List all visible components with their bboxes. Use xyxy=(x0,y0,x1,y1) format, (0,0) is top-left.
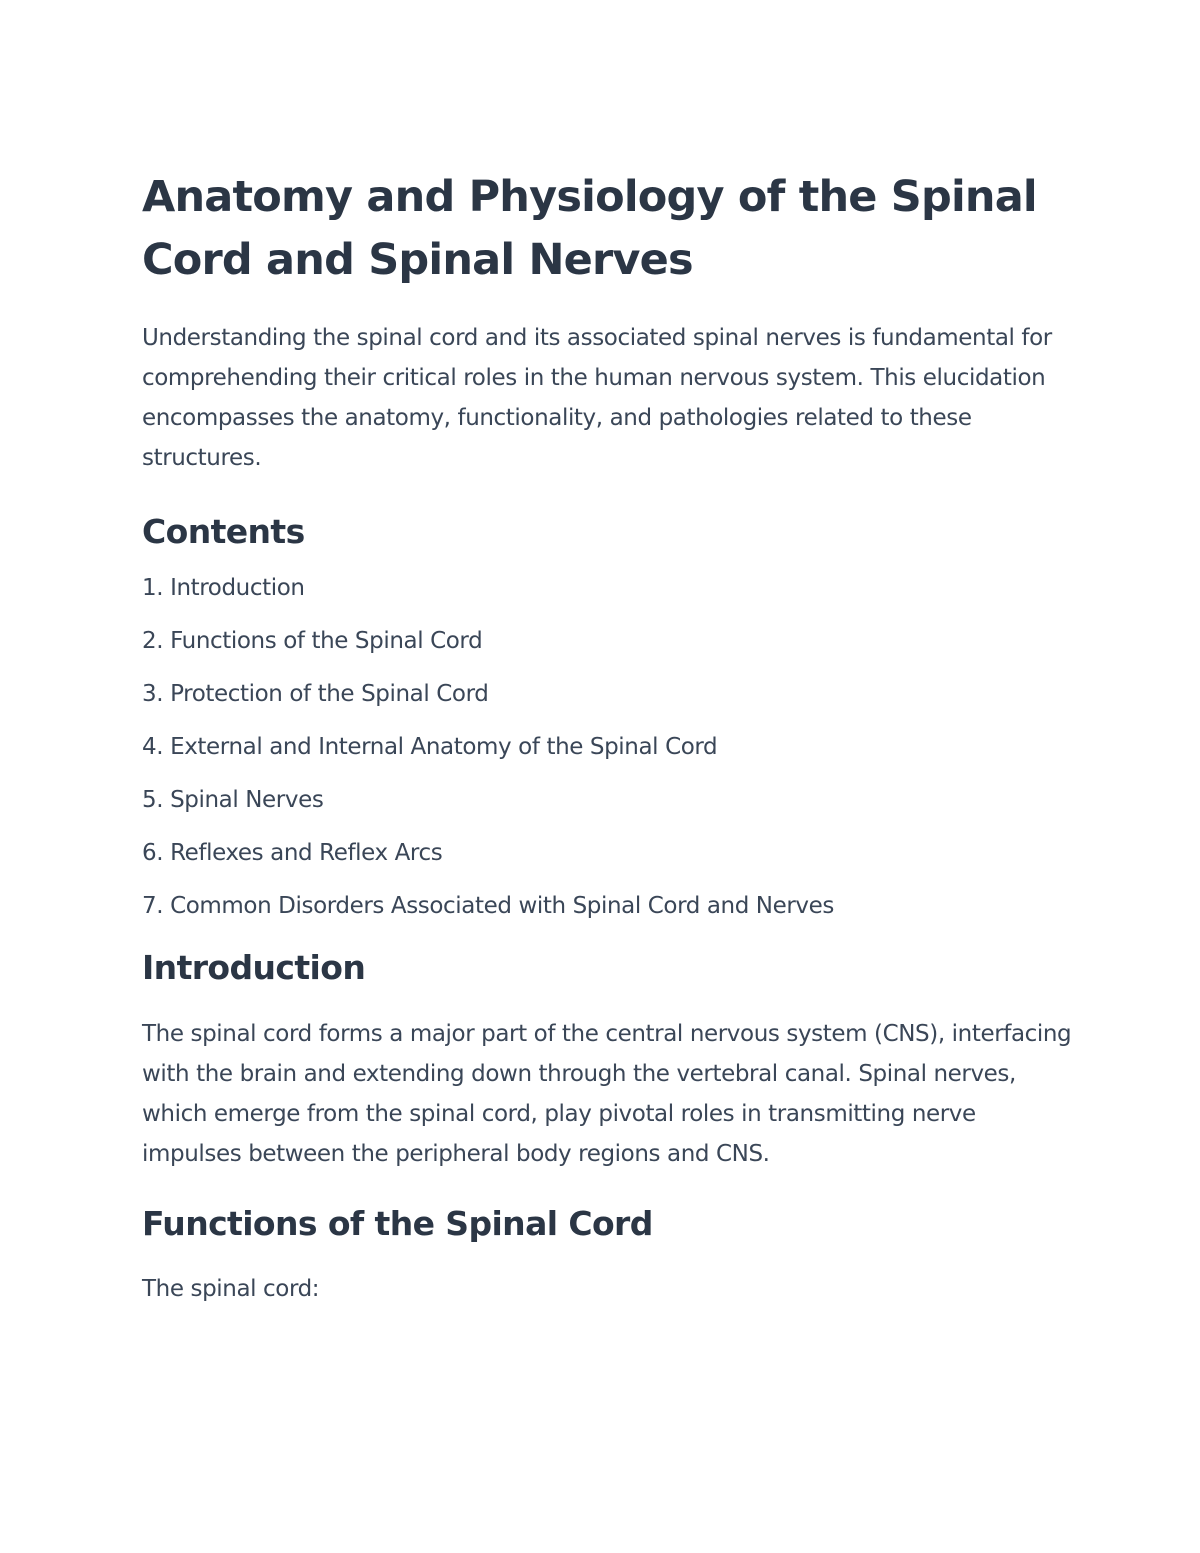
document-page: Anatomy and Physiology of the Spinal Cor… xyxy=(142,166,1072,1309)
table-of-contents: 1. Introduction 2. Functions of the Spin… xyxy=(142,575,1072,919)
toc-item-label: Common Disorders Associated with Spinal … xyxy=(170,893,834,919)
toc-item-disorders[interactable]: 7. Common Disorders Associated with Spin… xyxy=(142,893,834,919)
introduction-heading: Introduction xyxy=(142,948,366,987)
toc-item-anatomy[interactable]: 4. External and Internal Anatomy of the … xyxy=(142,734,718,760)
introduction-paragraph: The spinal cord forms a major part of th… xyxy=(142,1021,1072,1167)
toc-item-label: Reflexes and Reflex Arcs xyxy=(170,840,443,866)
toc-item-spinal-nerves[interactable]: 5. Spinal Nerves xyxy=(142,787,324,813)
toc-item-label: External and Internal Anatomy of the Spi… xyxy=(170,734,718,760)
toc-item-reflexes[interactable]: 6. Reflexes and Reflex Arcs xyxy=(142,840,443,866)
toc-item-label: Functions of the Spinal Cord xyxy=(170,628,483,654)
document-title: Anatomy and Physiology of the Spinal Cor… xyxy=(142,172,1038,285)
contents-heading: Contents xyxy=(142,512,305,551)
toc-item-label: Spinal Nerves xyxy=(170,787,324,813)
intro-paragraph: Understanding the spinal cord and its as… xyxy=(142,325,1052,471)
toc-item-protection[interactable]: 3. Protection of the Spinal Cord xyxy=(142,681,489,707)
functions-heading: Functions of the Spinal Cord xyxy=(142,1204,653,1243)
toc-item-label: Protection of the Spinal Cord xyxy=(170,681,489,707)
toc-item-functions[interactable]: 2. Functions of the Spinal Cord xyxy=(142,628,483,654)
toc-item-label: Introduction xyxy=(170,575,305,601)
toc-item-introduction[interactable]: 1. Introduction xyxy=(142,575,305,601)
functions-paragraph: The spinal cord: xyxy=(142,1276,320,1302)
